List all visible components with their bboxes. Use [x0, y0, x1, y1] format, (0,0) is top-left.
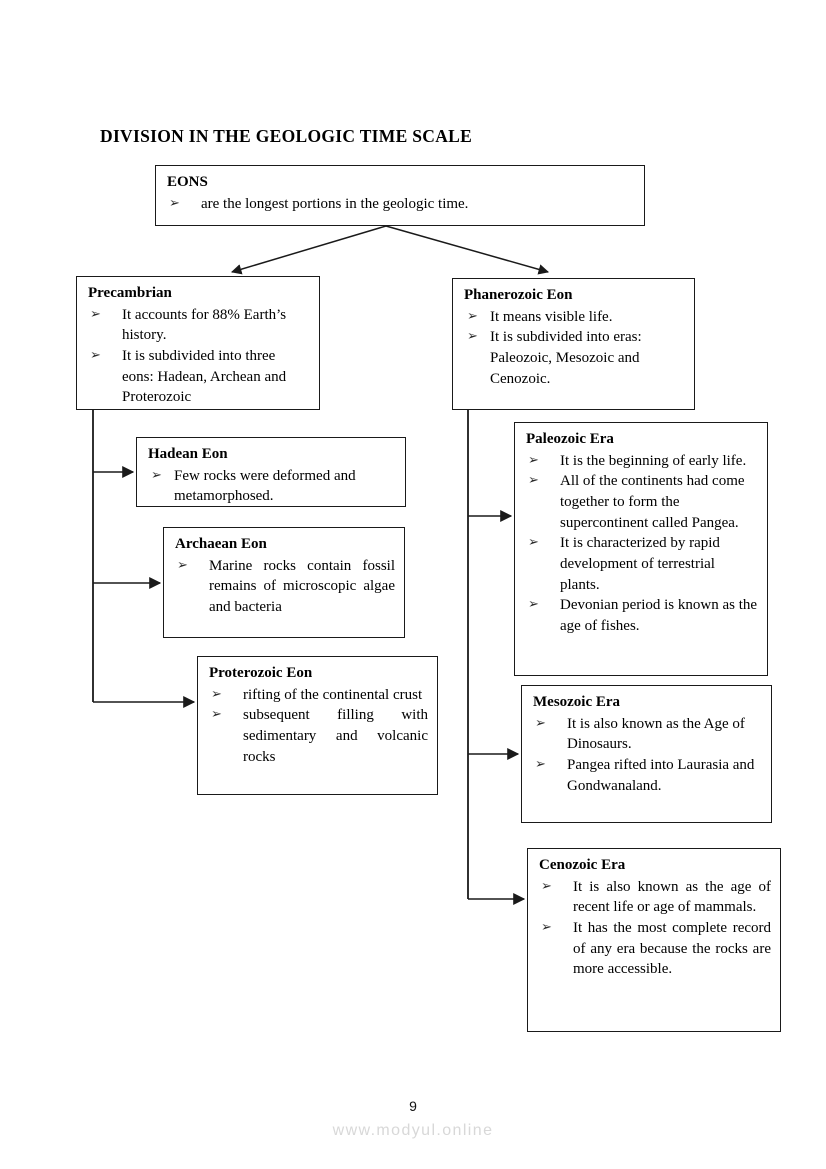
list-item-text: It is subdivided into eras: Paleozoic, M…: [490, 329, 642, 387]
list-item-text: Devonian period is known as the age of f…: [560, 597, 758, 634]
list-item: ➢ subsequent filling with sedimentary an…: [209, 705, 428, 767]
list-item-text: It is subdivided into three eons: Hadean…: [122, 347, 287, 406]
list-item: ➢ It means visible life.: [464, 307, 685, 328]
arrow-bullet-icon: ➢: [169, 194, 180, 210]
node-cenozoic-era: Cenozoic Era ➢ It is also known as the a…: [527, 848, 781, 1032]
node-eons: EONS ➢ are the longest portions in the g…: [155, 165, 645, 226]
list-item-text: Marine rocks contain fossil remains of m…: [209, 557, 395, 615]
node-phanerozoic-eon-heading: Phanerozoic Eon: [464, 287, 573, 303]
list-item: ➢ All of the continents had come togethe…: [526, 471, 758, 533]
arrow-bullet-icon: ➢: [467, 328, 478, 344]
list-item: ➢ Devonian period is known as the age of…: [526, 595, 758, 636]
node-cenozoic-era-list: ➢ It is also known as the age of recent …: [539, 877, 771, 980]
node-hadean-eon-heading: Hadean Eon: [148, 446, 228, 462]
arrow-bullet-icon: ➢: [528, 451, 539, 467]
watermark: www.modyul.online: [332, 1122, 494, 1139]
node-hadean-eon-list: ➢ Few rocks were deformed and metamorpho…: [148, 466, 396, 507]
list-item-text: It is also known as the age of recent li…: [573, 878, 771, 916]
list-item: ➢ It has the most complete record of any…: [539, 918, 771, 980]
page-number: 9: [409, 1098, 417, 1114]
list-item-text: Few rocks were deformed and metamorphose…: [174, 467, 356, 505]
list-item-text: It is the beginning of early life.: [560, 452, 747, 469]
list-item: ➢ It is also known as the age of recent …: [539, 877, 771, 918]
node-hadean-eon: Hadean Eon ➢ Few rocks were deformed and…: [136, 437, 406, 507]
list-item-text: Pangea rifted into Laurasia and Gondwana…: [567, 756, 755, 794]
list-item: ➢ Few rocks were deformed and metamorpho…: [148, 466, 396, 507]
list-item: ➢ are the longest portions in the geolog…: [167, 194, 635, 215]
list-item: ➢ It is characterized by rapid developme…: [526, 533, 758, 595]
list-item: ➢ It is subdivided into three eons: Hade…: [88, 346, 310, 408]
list-item: ➢ Pangea rifted into Laurasia and Gondwa…: [533, 755, 762, 796]
edge-eons-to-precambrian: [230, 225, 387, 275]
arrow-bullet-icon: ➢: [90, 346, 101, 362]
arrow-bullet-icon: ➢: [467, 307, 478, 323]
node-phanerozoic-eon: Phanerozoic Eon ➢ It means visible life.…: [452, 278, 695, 410]
node-mesozoic-era-heading: Mesozoic Era: [533, 694, 621, 710]
arrow-bullet-icon: ➢: [90, 305, 101, 321]
list-item: ➢ It accounts for 88% Earth’s history.: [88, 305, 310, 346]
arrow-bullet-icon: ➢: [211, 706, 222, 722]
node-mesozoic-era: Mesozoic Era ➢ It is also known as the A…: [521, 685, 772, 823]
node-proterozoic-eon-heading: Proterozoic Eon: [209, 665, 313, 681]
arrow-bullet-icon: ➢: [211, 685, 222, 701]
node-archaean-eon-list: ➢ Marine rocks contain fossil remains of…: [175, 556, 395, 618]
node-archaean-eon: Archaean Eon ➢ Marine rocks contain foss…: [163, 527, 405, 638]
arrow-bullet-icon: ➢: [528, 472, 539, 488]
list-item: ➢ rifting of the continental crust: [209, 685, 428, 706]
arrow-bullet-icon: ➢: [528, 534, 539, 550]
node-proterozoic-eon-list: ➢ rifting of the continental crust ➢ sub…: [209, 685, 428, 768]
list-item-text: All of the continents had come together …: [560, 473, 745, 531]
list-item-text: It accounts for 88% Earth’s history.: [122, 306, 287, 344]
arrow-bullet-icon: ➢: [528, 596, 539, 612]
list-item: ➢ It is the beginning of early life.: [526, 451, 758, 472]
arrow-bullet-icon: ➢: [535, 714, 546, 730]
node-eons-list: ➢ are the longest portions in the geolog…: [167, 194, 635, 215]
page-title: DIVISION IN THE GEOLOGIC TIME SCALE: [100, 126, 473, 146]
arrow-bullet-icon: ➢: [151, 466, 162, 482]
node-precambrian-heading: Precambrian: [88, 285, 172, 301]
list-item-text: It means visible life.: [490, 308, 613, 325]
list-item-text: It is characterized by rapid development…: [560, 535, 720, 593]
node-cenozoic-era-heading: Cenozoic Era: [539, 857, 626, 873]
arrow-bullet-icon: ➢: [535, 755, 546, 771]
list-item-text: rifting of the continental crust: [243, 686, 423, 703]
node-paleozoic-era-heading: Paleozoic Era: [526, 431, 614, 447]
node-proterozoic-eon: Proterozoic Eon ➢ rifting of the contine…: [197, 656, 438, 795]
node-mesozoic-era-list: ➢ It is also known as the Age of Dinosau…: [533, 714, 762, 797]
node-archaean-eon-heading: Archaean Eon: [175, 536, 267, 552]
list-item: ➢ It is also known as the Age of Dinosau…: [533, 714, 762, 755]
list-item: ➢ It is subdivided into eras: Paleozoic,…: [464, 327, 685, 389]
node-phanerozoic-eon-list: ➢ It means visible life. ➢ It is subdivi…: [464, 307, 685, 390]
node-paleozoic-era-list: ➢ It is the beginning of early life. ➢ A…: [526, 451, 758, 637]
node-paleozoic-era: Paleozoic Era ➢ It is the beginning of e…: [514, 422, 768, 676]
arrow-bullet-icon: ➢: [177, 556, 188, 572]
list-item-text: It is also known as the Age of Dinosaurs…: [567, 715, 745, 753]
list-item: ➢ Marine rocks contain fossil remains of…: [175, 556, 395, 618]
edge-eons-to-phanerozoic: [385, 225, 550, 275]
list-item-text: It has the most complete record of any e…: [573, 919, 771, 978]
arrow-bullet-icon: ➢: [541, 918, 552, 934]
node-eons-heading: EONS: [167, 174, 208, 190]
list-item-text: subsequent filling with sedimentary and …: [243, 707, 428, 765]
arrow-bullet-icon: ➢: [541, 877, 552, 893]
list-item-text: are the longest portions in the geologic…: [201, 195, 469, 212]
node-precambrian-list: ➢ It accounts for 88% Earth’s history. ➢…: [88, 305, 310, 408]
node-precambrian: Precambrian ➢ It accounts for 88% Earth’…: [76, 276, 320, 410]
